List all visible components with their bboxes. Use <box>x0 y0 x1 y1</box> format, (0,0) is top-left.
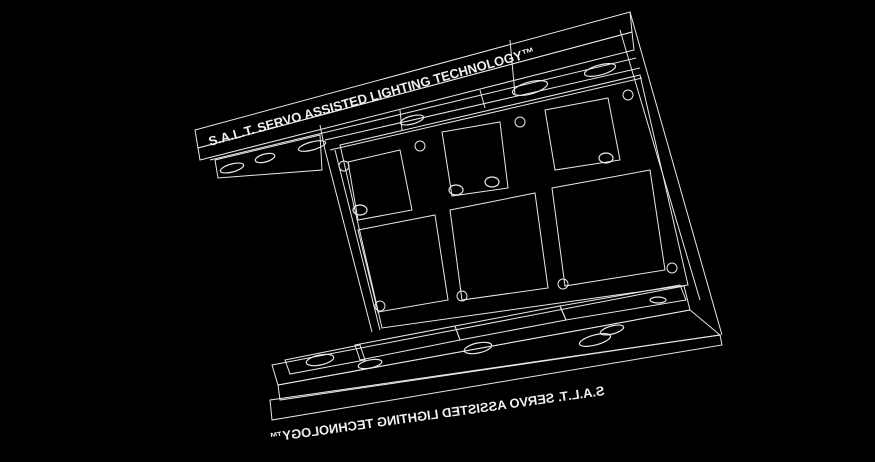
upper-panels <box>347 97 621 221</box>
header-band: S.A.L.T. SERVO ASSISTED LIGHTING TECHNOL… <box>194 11 643 179</box>
light-fixtures <box>219 63 678 312</box>
lower-panels <box>357 169 666 313</box>
main-frame <box>324 11 723 336</box>
base-tray: S.A.L.T. SERVO ASSISTED LIGHTING TECHNOL… <box>269 284 723 445</box>
header-text: S.A.L.T. SERVO ASSISTED LIGHTING TECHNOL… <box>207 44 537 149</box>
